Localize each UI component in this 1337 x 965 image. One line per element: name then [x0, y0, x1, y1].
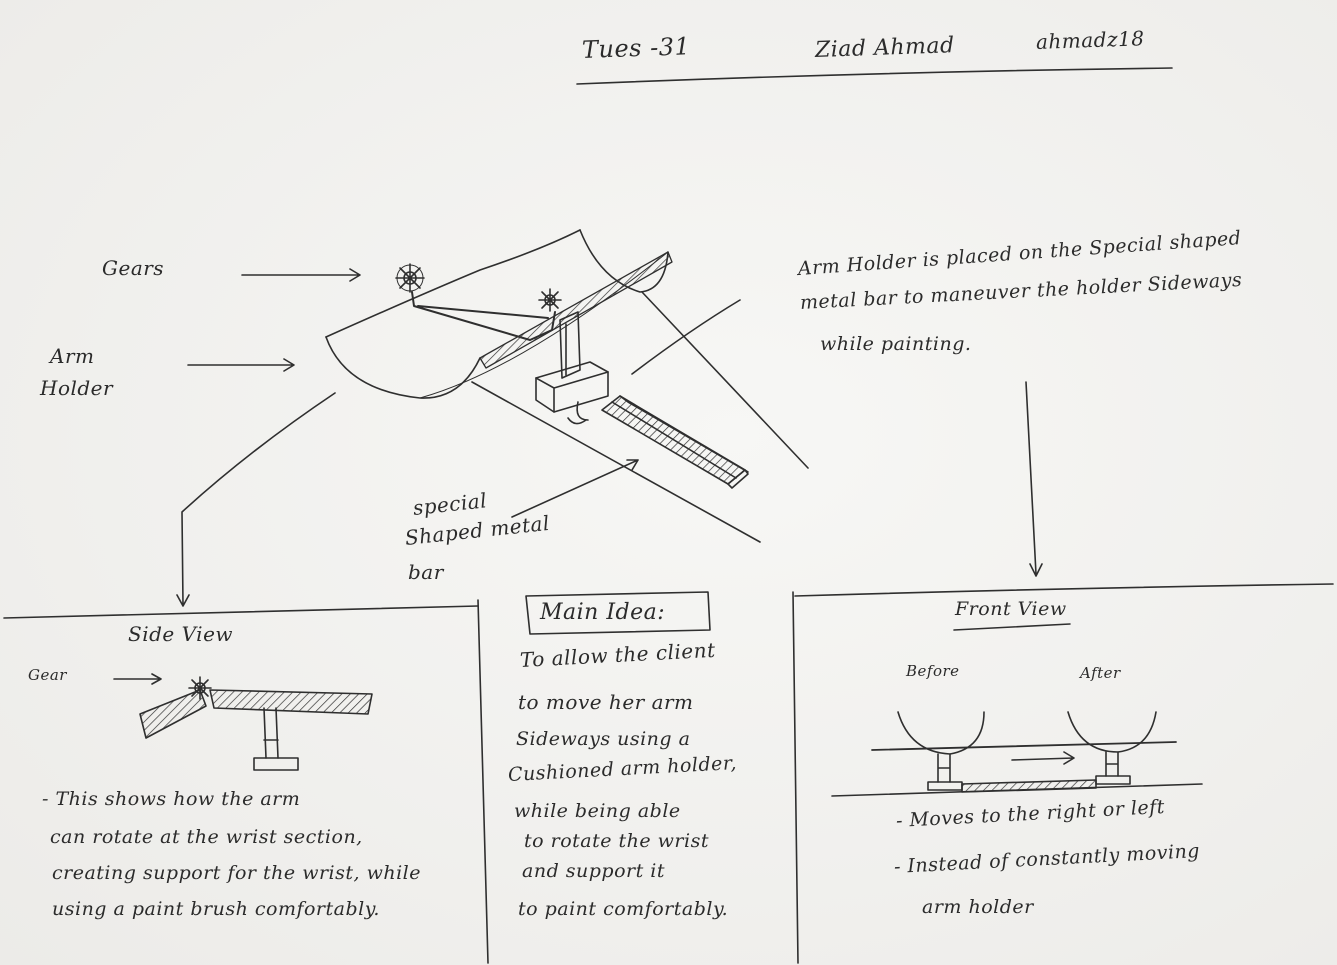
metal-bar-label-3: bar	[408, 560, 444, 584]
front-view-underline	[954, 624, 1070, 630]
side-view-note-1: - This shows how the arm	[42, 788, 300, 810]
front-view-before-label: Before	[906, 662, 960, 680]
arm-holder-arrow	[188, 359, 294, 371]
front-view-after-label: After	[1080, 664, 1121, 682]
header-date: Tues -31	[582, 32, 691, 64]
move-arrow	[1012, 752, 1074, 764]
gear-label-arrow	[114, 674, 161, 684]
header-username: ahmadz18	[1036, 26, 1145, 54]
side-view-note-2: can rotate at the wrist section,	[50, 826, 363, 848]
arm-holder-label-2: Holder	[40, 376, 113, 400]
front-view-title: Front View	[955, 598, 1067, 620]
main-idea-line-2: to move her arm	[518, 690, 694, 714]
front-view-note-3: arm holder	[922, 896, 1034, 918]
main-idea-line-7: and support it	[522, 860, 665, 882]
main-idea-title: Main Idea:	[540, 600, 665, 625]
gears-label: Gears	[102, 256, 164, 280]
curve-to-side-arrow	[177, 393, 335, 606]
gears-arrow	[242, 269, 360, 281]
main-idea-line-3: Sideways using a	[516, 728, 690, 750]
header-underline	[577, 68, 1172, 84]
main-idea-line-8: to paint comfortably.	[518, 898, 728, 920]
main-idea-box-left	[478, 600, 488, 963]
arm-holder-label-1: Arm	[50, 344, 94, 368]
side-view-note-4: using a paint brush comfortably.	[52, 898, 380, 920]
gear-icon	[396, 264, 424, 292]
gear-icon	[539, 289, 561, 311]
front-view-drawing	[832, 624, 1202, 796]
header-name: Ziad Ahmad	[815, 33, 955, 63]
side-view-title: Side View	[128, 622, 233, 646]
metal-bar-3d	[602, 396, 748, 488]
main-idea-box-right	[793, 592, 798, 963]
section-divider	[4, 584, 1333, 618]
main-idea-line-5: while being able	[514, 800, 681, 822]
side-view-gear-label: Gear	[28, 666, 67, 684]
desc-to-front-arrow	[1026, 382, 1042, 576]
gear-icon	[189, 677, 211, 699]
main-idea-line-6: to rotate the wrist	[524, 830, 709, 852]
side-view-note-3: creating support for the wrist, while	[52, 862, 421, 884]
metal-bar-arrow	[512, 460, 638, 517]
description-line-3: while painting.	[820, 333, 971, 355]
side-view-drawing	[114, 674, 372, 770]
